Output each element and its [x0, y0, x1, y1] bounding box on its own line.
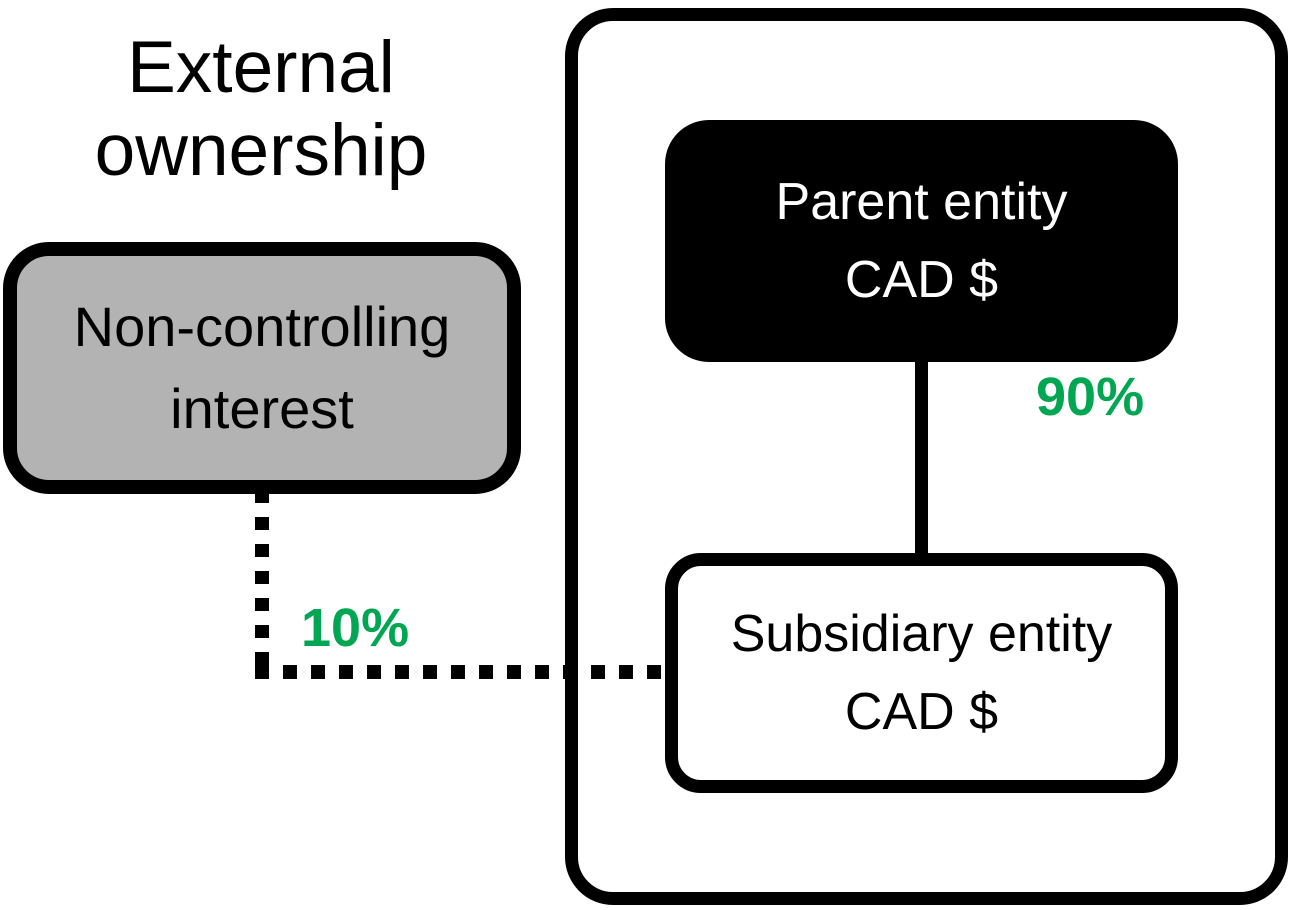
parent-entity-box: Parent entity CAD $	[665, 120, 1178, 362]
diagram-title: External ownership	[94, 27, 428, 192]
non-controlling-interest-box: Non-controlling interest	[3, 242, 521, 494]
subsidiary-entity-currency: CAD $	[844, 683, 999, 741]
non-controlling-interest-label: Non-controlling interest	[73, 294, 451, 440]
nci-dotted-connector-horizontal	[255, 665, 667, 679]
parent-ownership-percentage-label: 90%	[1036, 367, 1145, 427]
consolidation-group-border	[565, 8, 1288, 905]
subsidiary-entity-name: Subsidiary entity	[730, 605, 1113, 663]
parent-entity-currency: CAD $	[844, 251, 999, 309]
nci-ownership-percentage-label: 10%	[301, 598, 410, 658]
parent-entity-name: Parent entity	[775, 173, 1068, 231]
subsidiary-entity-box: Subsidiary entity CAD $	[665, 553, 1178, 793]
parent-subsidiary-connector-line	[915, 358, 928, 558]
nci-dotted-connector-vertical	[255, 490, 269, 679]
